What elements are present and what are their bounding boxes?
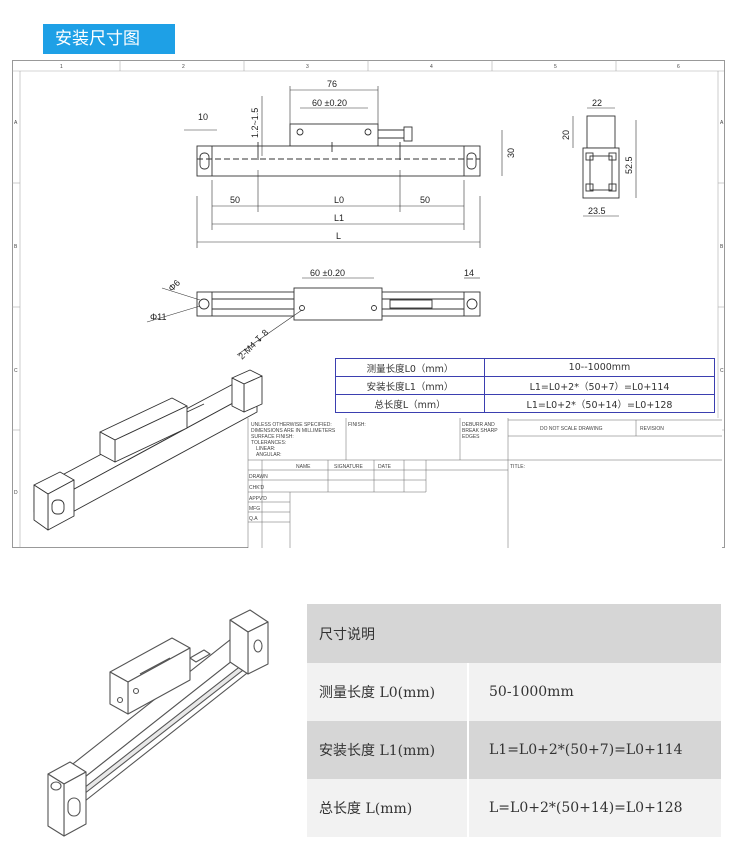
tb-deburr-1: DEBURR AND	[462, 422, 495, 428]
dim-10: 10	[198, 112, 208, 122]
spec-value: 10--1000mm	[484, 358, 715, 377]
row-letter: C	[720, 368, 724, 374]
tb-qa: Q.A	[249, 516, 258, 522]
engineering-drawing: 1 2 3 4 5 6 A B C D A B C 76 60	[12, 60, 738, 548]
title-block	[247, 418, 722, 548]
dimension-label: 总长度 L(mm)	[307, 779, 469, 837]
top-view-dimensions	[146, 277, 480, 356]
dim-L0: L0	[334, 195, 344, 205]
spec-label: 安装长度L1（mm）	[335, 376, 485, 395]
tb-revision: REVISION	[640, 426, 664, 432]
spec-value: L1=L0+2*（50+7）=L0+114	[484, 376, 715, 395]
dim-1-2: 1.2~1.5	[250, 108, 260, 138]
tb-signature: SIGNATURE	[334, 464, 363, 470]
spec-row: 测量长度L0（mm） 10--1000mm	[335, 358, 715, 377]
col-number: 4	[430, 64, 433, 70]
dimension-value: L1=L0+2*(50+7)=L0+114	[468, 721, 721, 779]
tb-dims-mm: DIMENSIONS ARE IN MILLIMETERS	[251, 428, 336, 434]
dimension-row: 总长度 L(mm) L=L0+2*(50+14)=L0+128	[307, 779, 721, 837]
tb-surface: SURFACE FINISH:	[251, 434, 294, 440]
dim-14: 14	[464, 268, 474, 278]
dimension-table-title: 尺寸说明	[307, 604, 721, 663]
dim-60: 60 ±0.20	[312, 98, 347, 108]
product-image	[40, 602, 270, 842]
row-letter: B	[14, 244, 18, 250]
tb-tolerances: TOLERANCES:	[251, 440, 286, 446]
front-view	[196, 123, 481, 177]
front-view-dimensions	[184, 86, 503, 248]
row-letter: A	[14, 120, 18, 126]
dimension-table-header: 尺寸说明	[307, 604, 721, 663]
dim-L: L	[336, 231, 341, 241]
tb-name: NAME	[296, 464, 311, 470]
dimension-label: 测量长度 L0(mm)	[307, 663, 469, 721]
row-letter: A	[720, 120, 724, 126]
col-number: 3	[306, 64, 309, 70]
dim-phi-6: Φ6	[166, 278, 182, 294]
spec-value: L1=L0+2*（50+14）=L0+128	[484, 394, 715, 413]
col-number: 6	[677, 64, 680, 70]
dim-60-top: 60 ±0.20	[310, 268, 345, 278]
tb-deburr-3: EDGES	[462, 434, 480, 440]
spec-table: 测量长度L0（mm） 10--1000mm 安装长度L1（mm） L1=L0+2…	[335, 358, 715, 413]
row-letter: C	[14, 368, 18, 374]
tb-appvd: APPV'D	[249, 496, 267, 502]
dimension-label: 安装长度 L1(mm)	[307, 721, 469, 779]
tb-linear: LINEAR:	[256, 446, 275, 452]
dimension-value: L=L0+2*(50+14)=L0+128	[468, 779, 721, 837]
tb-no-scale: DO NOT SCALE DRAWING	[540, 426, 603, 432]
side-view-dimensions	[572, 107, 637, 217]
dim-22: 22	[592, 98, 602, 108]
dim-L1: L1	[334, 213, 344, 223]
dim-23-5: 23.5	[588, 206, 606, 216]
dimension-table: 尺寸说明 测量长度 L0(mm) 50-1000mm 安装长度 L1(mm) L…	[307, 604, 721, 837]
dim-76: 76	[327, 79, 337, 89]
section-title: 安装尺寸图	[43, 24, 175, 54]
dim-20: 20	[561, 130, 571, 140]
spec-label: 总长度L（mm）	[335, 394, 485, 413]
dimension-row: 测量长度 L0(mm) 50-1000mm	[307, 663, 721, 721]
isometric-view	[33, 369, 263, 531]
dim-52-5: 52.5	[624, 156, 634, 174]
tb-finish: FINISH:	[348, 422, 366, 428]
tb-mfg: MFG	[249, 506, 260, 512]
dim-30: 30	[506, 148, 516, 158]
tb-unless: UNLESS OTHERWISE SPECIFIED:	[251, 422, 332, 428]
tb-chkd: CHK'D	[249, 485, 265, 491]
side-view	[582, 115, 620, 199]
row-letter: D	[14, 490, 18, 496]
top-view	[196, 287, 481, 321]
dim-50-right: 50	[420, 195, 430, 205]
dimension-row: 安装长度 L1(mm) L1=L0+2*(50+7)=L0+114	[307, 721, 721, 779]
tb-angular: ANGULAR:	[256, 452, 282, 458]
drawing-canvas: 1 2 3 4 5 6 A B C D A B C 76 60	[12, 60, 725, 548]
dim-2-M4: 2-M4 ↧ 8	[236, 327, 270, 361]
dim-phi-11: Φ11	[150, 312, 167, 322]
col-number: 5	[554, 64, 557, 70]
spec-row: 总长度L（mm） L1=L0+2*（50+14）=L0+128	[335, 394, 715, 413]
spec-row: 安装长度L1（mm） L1=L0+2*（50+7）=L0+114	[335, 376, 715, 395]
dimension-value: 50-1000mm	[468, 663, 721, 721]
tb-deburr-2: BREAK SHARP	[462, 428, 498, 434]
col-number: 1	[60, 64, 63, 70]
col-number: 2	[182, 64, 185, 70]
product-illustration	[47, 609, 269, 837]
tb-drawn: DRAWN	[249, 474, 268, 480]
dim-50-left: 50	[230, 195, 240, 205]
row-letter: B	[720, 244, 724, 250]
tb-date: DATE	[378, 464, 392, 470]
tb-title: TITLE:	[510, 464, 525, 470]
spec-label: 测量长度L0（mm）	[335, 358, 485, 377]
